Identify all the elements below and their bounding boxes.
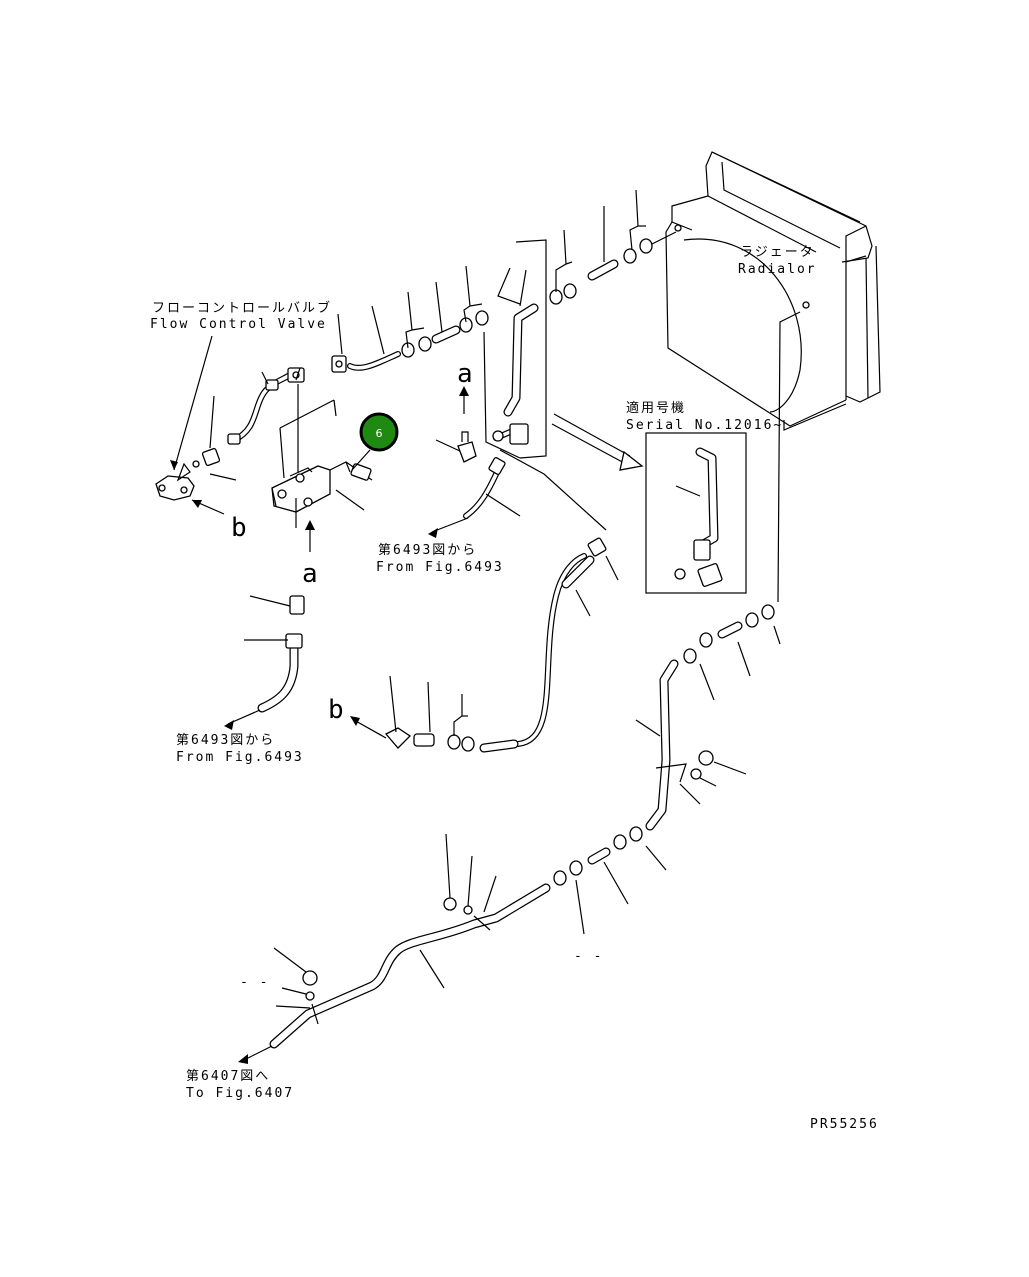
arrowhead-icon (170, 460, 178, 470)
serial-label-en: Serial No.12016~ (626, 418, 783, 433)
flow-control-valve-label-jp: フローコントロールバルブ (152, 300, 332, 316)
from-6493-left-label-jp: 第6493図から (176, 733, 275, 748)
detail-arrow-head (619, 450, 644, 471)
radiator-outlet-pipe (635, 311, 801, 831)
marker-b-left: b (328, 695, 344, 725)
left-hose-from-6493 (224, 595, 305, 730)
callout-6[interactable]: 6 (359, 412, 399, 452)
serial-label-jp: 適用号機 (626, 400, 686, 416)
flow-control-valve-leader (173, 335, 213, 471)
marker-a-top: a (457, 359, 473, 389)
flow-control-valve-label-en: Flow Control Valve (150, 317, 327, 332)
figure-code: PR55256 (810, 1117, 879, 1132)
blank-ref-2: - - (240, 975, 269, 990)
arrowhead-icon (305, 520, 315, 530)
callout-number: 6 (376, 427, 383, 440)
flow-control-valve-area (155, 367, 373, 528)
leader-lines-upper (337, 189, 646, 453)
to-6407-label-jp: 第6407図へ (186, 1069, 270, 1084)
radiator (665, 151, 881, 431)
from-6493-top-label-en: From Fig.6493 (376, 560, 504, 575)
radiator-label-jp: ラジェータ (740, 245, 815, 260)
tee-fitting (457, 441, 477, 463)
upper-hose-assembly (331, 231, 677, 459)
blank-ref-1: - - (574, 949, 603, 964)
to-6407-label-en: To Fig.6407 (186, 1086, 294, 1101)
marker-b-right: b (231, 513, 247, 543)
serial-detail-box (645, 432, 747, 594)
from-6493-top-label-jp: 第6493図から (378, 543, 477, 558)
callout-leader (351, 449, 371, 471)
arrowhead-icon (192, 500, 202, 508)
callout-circle[interactable] (359, 412, 399, 452)
detail-arrow-lines (551, 413, 631, 465)
long-hose (350, 537, 619, 753)
middle-hose-from-6493 (428, 449, 607, 538)
lower-pipe-route (238, 826, 667, 1064)
arrowhead-icon (459, 386, 469, 396)
from-6493-left-label-en: From Fig.6493 (176, 750, 304, 765)
marker-a-lower: a (302, 559, 318, 589)
radiator-label-en: Radialor (738, 262, 817, 277)
